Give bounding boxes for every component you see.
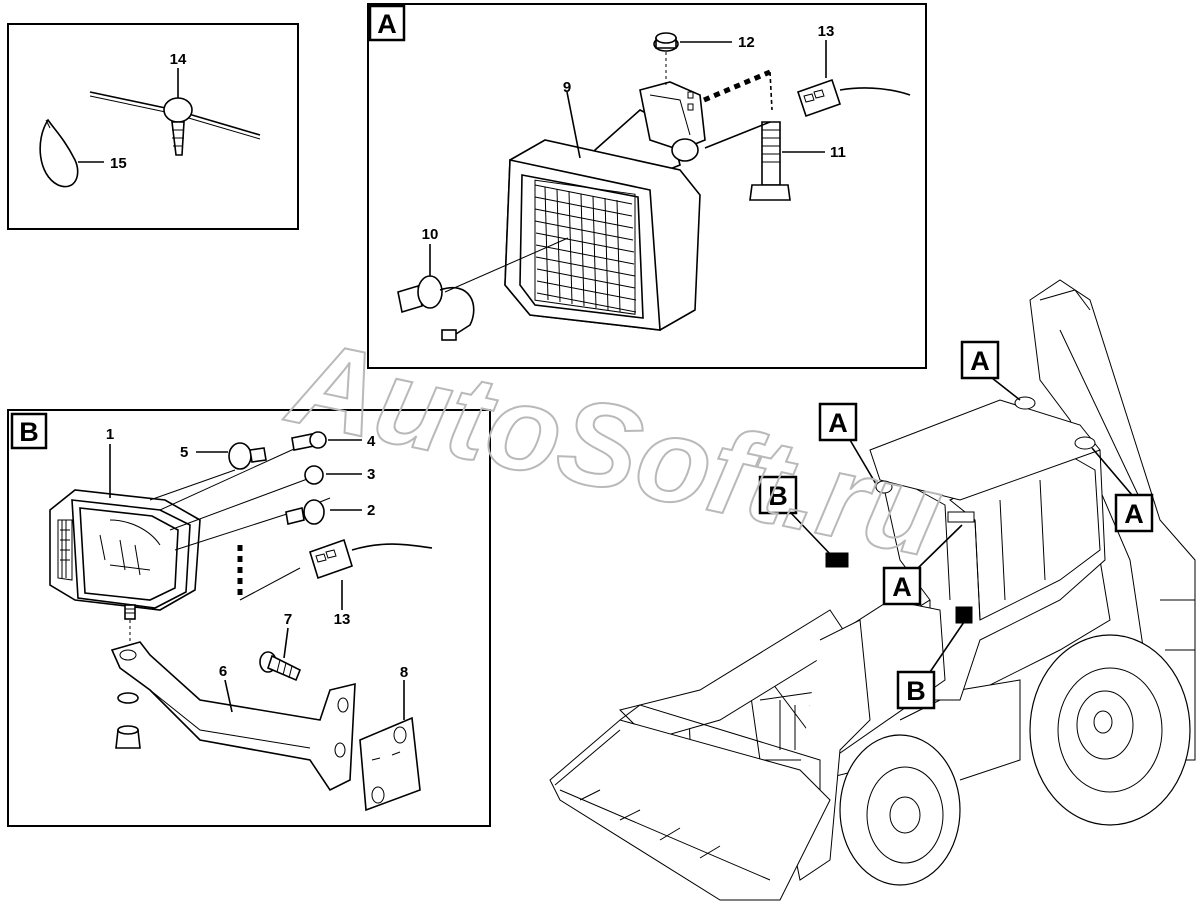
socket-bulb (291, 431, 327, 451)
callout-3: 3 (367, 466, 375, 483)
callout-14: 14 (170, 51, 187, 68)
location-tag-b-side: B (896, 670, 936, 710)
callout-13b: 13 (334, 611, 351, 628)
panel-fasteners: 14 15 (7, 23, 299, 230)
location-tag-a-roof: A (960, 340, 1000, 380)
bracket-bolt (259, 651, 302, 682)
work-light-front-right (947, 511, 975, 523)
h4-bulb (285, 497, 331, 525)
svg-text:B: B (906, 676, 926, 706)
mounting-plate (359, 716, 421, 812)
location-tag-b-front: B (758, 475, 798, 515)
callout-5: 5 (180, 444, 188, 461)
svg-text:A: A (1124, 499, 1144, 529)
callout-2: 2 (367, 502, 375, 519)
panel-a-letter: A (377, 9, 397, 39)
callout-10: 10 (422, 226, 439, 243)
callout-11: 11 (830, 144, 846, 161)
lamp-mount-bracket (110, 641, 356, 792)
work-light-roof-rear (1074, 436, 1096, 450)
panel-a-letter-box (368, 4, 406, 42)
flange-nut (653, 32, 679, 52)
location-leader-lines (789, 377, 1133, 673)
svg-text:A: A (892, 572, 912, 602)
callout-9: 9 (563, 79, 571, 96)
bolt (749, 121, 791, 201)
callout-12: 12 (738, 34, 755, 51)
panel-b-letter: B (19, 417, 39, 447)
callout-7: 7 (284, 611, 292, 628)
work-light-front-left (875, 480, 893, 494)
callout-8: 8 (400, 664, 408, 681)
callout-6: 6 (219, 663, 227, 680)
svg-text:A: A (828, 408, 848, 438)
callout-15: 15 (110, 155, 127, 172)
backhoe-loader-illustration (549, 279, 1196, 901)
lamp-block-front (825, 552, 849, 568)
location-tag-a-front-right: A (882, 566, 922, 606)
cable-tie (39, 118, 79, 188)
callout-13a: 13 (818, 23, 835, 40)
panel-b-letter-box (10, 412, 48, 450)
rectangular-work-lamp (504, 139, 701, 331)
panel-b: B 1 5 4 (7, 409, 491, 827)
panel-a: A 12 11 (367, 3, 927, 369)
svg-text:B: B (768, 481, 788, 511)
svg-text:A: A (970, 346, 990, 376)
wedge-bulb (228, 442, 267, 470)
connector (796, 78, 911, 118)
callout-4: 4 (367, 433, 376, 450)
push-clip (163, 97, 193, 156)
small-bulb (304, 465, 324, 485)
lamp-block-side (955, 606, 973, 624)
connector-b (309, 538, 433, 580)
callout-1: 1 (106, 426, 114, 443)
location-tag-a-front-left: A (818, 402, 858, 442)
washer (117, 692, 139, 704)
lamp-lens-grid (534, 184, 637, 313)
location-tag-a-rear: A (1114, 493, 1154, 533)
combination-headlamp (49, 489, 201, 620)
